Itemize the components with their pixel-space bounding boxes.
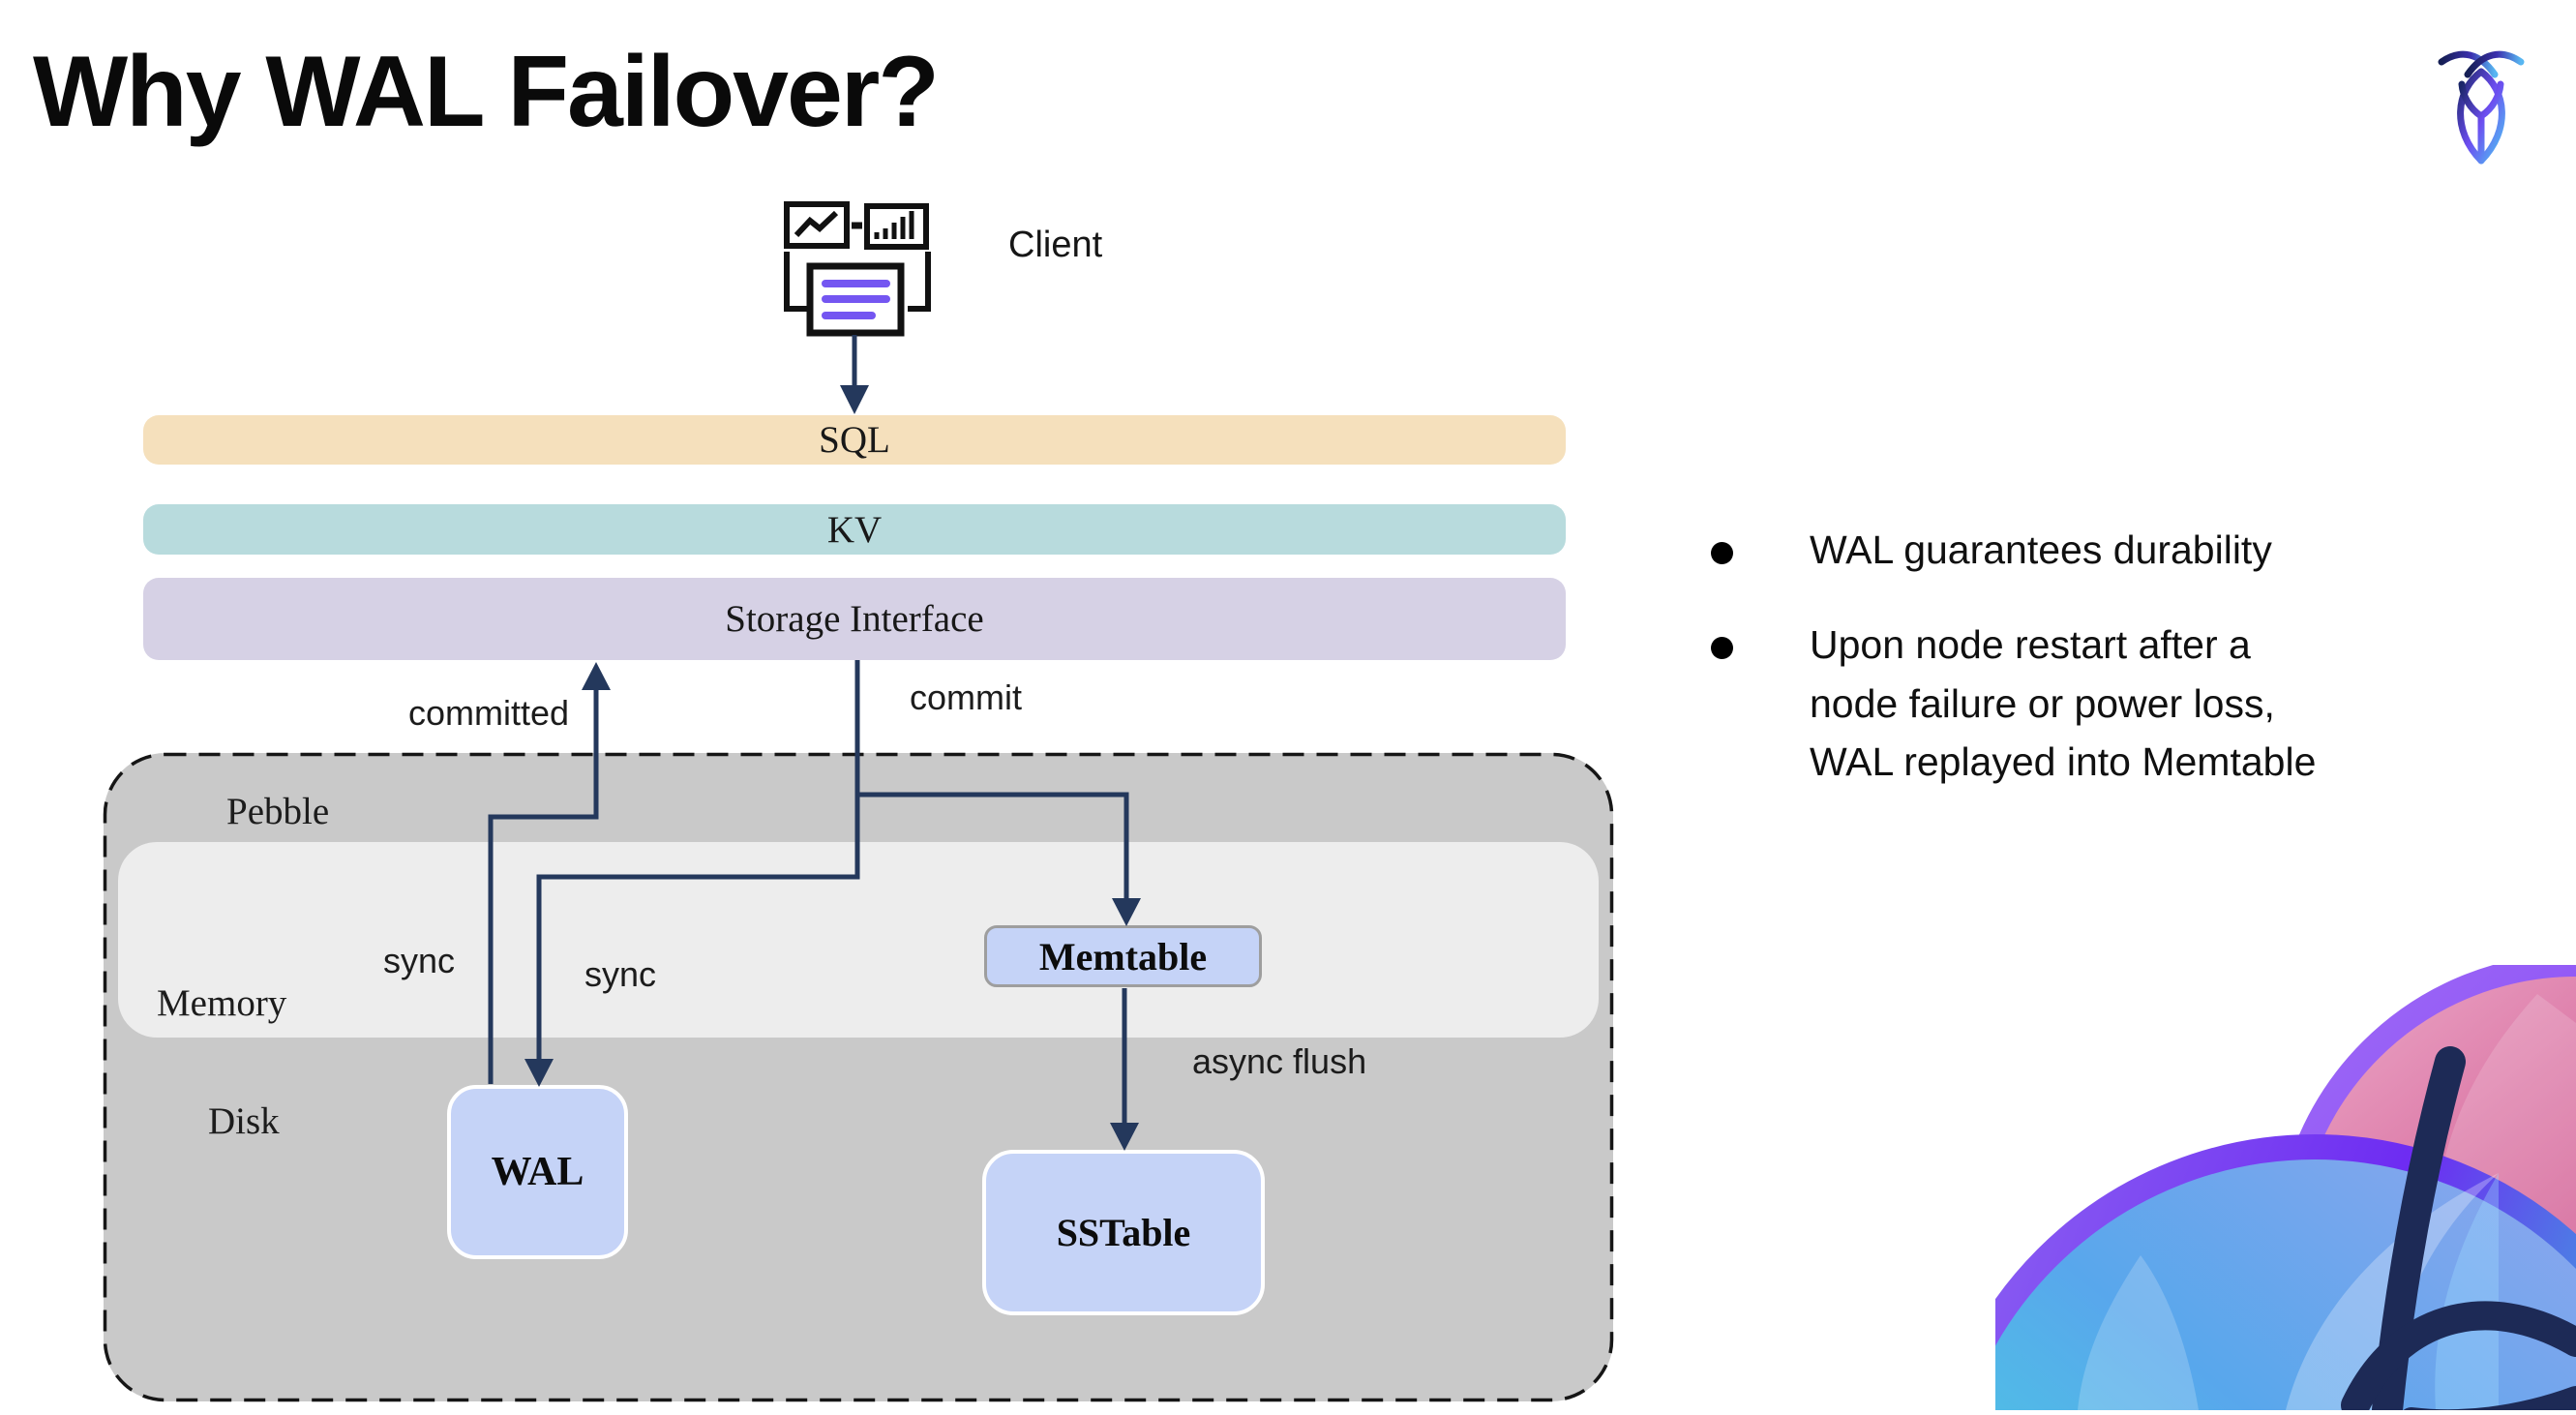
edge-label-async-flush: async flush <box>1192 1041 1367 1081</box>
bullet-list: WAL guarantees durability Upon node rest… <box>1701 521 2533 828</box>
wal-label: WAL <box>491 1150 584 1194</box>
node-memtable: Memtable <box>984 925 1262 987</box>
memtable-label: Memtable <box>1038 934 1208 978</box>
layer-kv: KV <box>143 504 1566 555</box>
layer-storage-label: Storage Interface <box>725 598 984 640</box>
client-label: Client <box>1008 225 1103 265</box>
bullet-item: WAL guarantees durability <box>1701 521 2533 579</box>
layer-sql: SQL <box>143 415 1566 465</box>
page-title: Why WAL Failover? <box>33 36 940 148</box>
edge-label-sync-left: sync <box>383 941 456 980</box>
brand-illustration <box>1938 953 2576 1415</box>
sstable-label: SSTable <box>1056 1211 1191 1254</box>
cockroach-logo-icon <box>2435 45 2528 171</box>
memory-band <box>118 842 1599 1038</box>
memory-label: Memory <box>157 982 287 1024</box>
client-icon <box>780 196 935 346</box>
edge-label-committed: committed <box>408 693 570 733</box>
layer-sql-label: SQL <box>819 419 890 461</box>
bullet-item: Upon node restart after a node failure o… <box>1701 616 2533 791</box>
node-wal: WAL <box>447 1085 628 1259</box>
pebble-label: Pebble <box>226 791 330 832</box>
arrowhead-committed <box>582 662 611 690</box>
node-sstable: SSTable <box>982 1150 1265 1315</box>
pebble-container: Pebble Memory Disk WAL Memtable SSTable <box>104 753 1613 1401</box>
layer-storage-interface: Storage Interface <box>143 578 1566 660</box>
arrowhead-client-sql <box>840 385 869 414</box>
disk-label: Disk <box>208 1100 280 1142</box>
edge-label-sync-right: sync <box>584 954 657 994</box>
edge-label-commit: commit <box>910 677 1022 717</box>
layer-kv-label: KV <box>826 508 883 551</box>
